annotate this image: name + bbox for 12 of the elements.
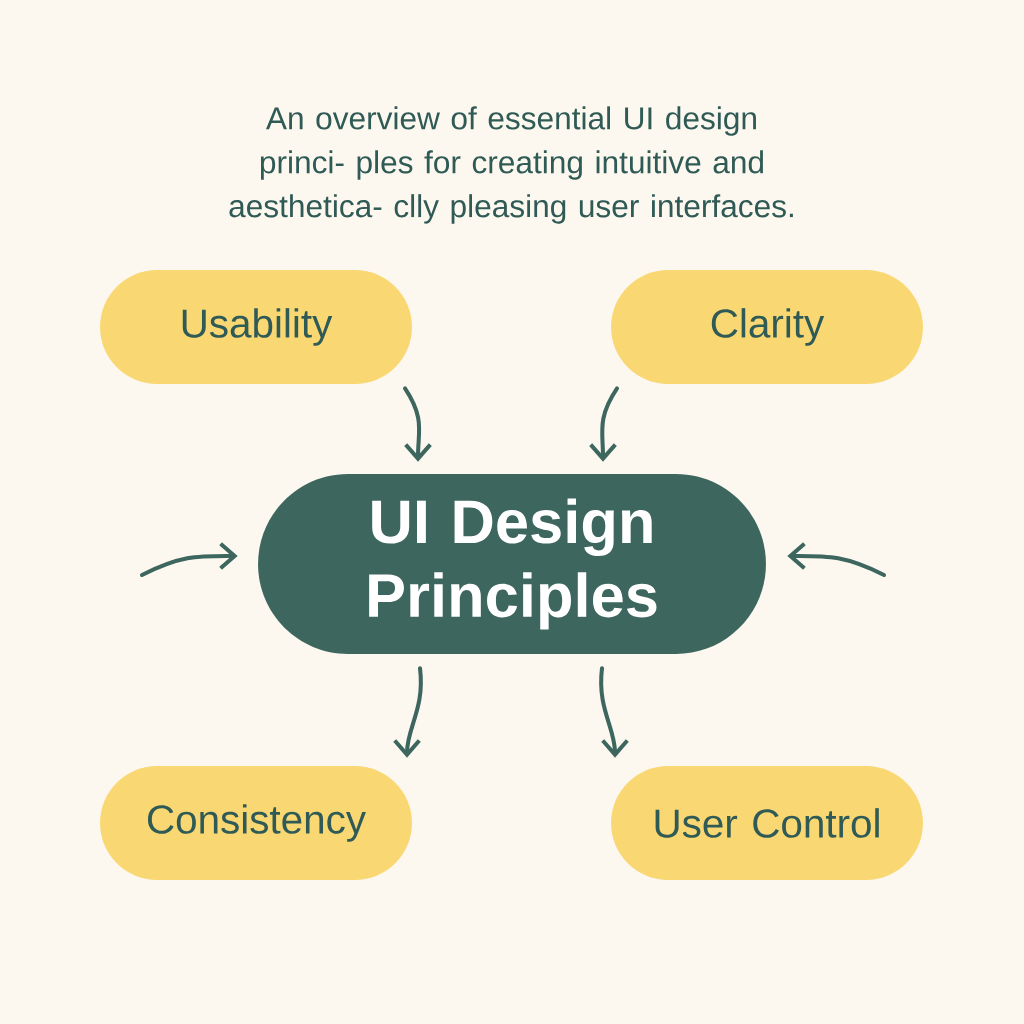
arrow <box>589 386 620 462</box>
topic-pill: Usability <box>100 270 412 384</box>
topic-pill: User Control <box>611 766 923 880</box>
topic-pill: Clarity <box>611 270 923 384</box>
arrow <box>599 666 629 758</box>
topic-pill: Consistency <box>100 766 412 880</box>
central-pill: UI Design Principles <box>258 474 766 654</box>
caption-text: An overview of essential UI design princi- ples for creating intuitive and aesthetica- clly pleasing user interfaces. <box>229 106 793 224</box>
arrow <box>393 666 423 758</box>
arrow <box>403 386 432 462</box>
arrow <box>787 542 887 577</box>
arrow <box>140 542 238 577</box>
